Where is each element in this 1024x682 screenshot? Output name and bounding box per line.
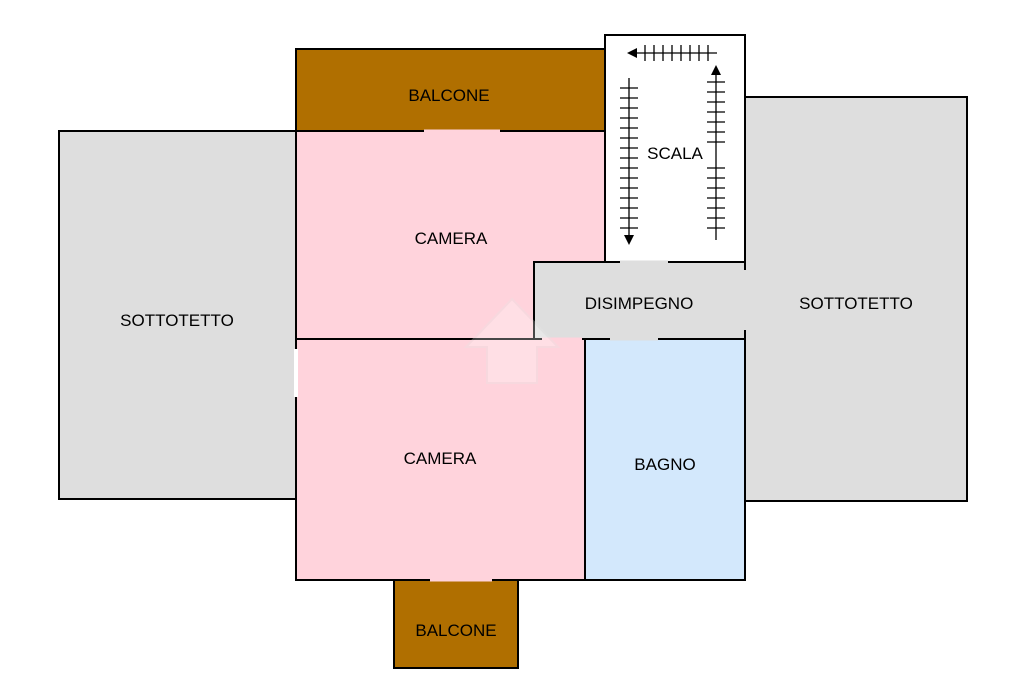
bagno-label: BAGNO — [634, 455, 695, 474]
sottotetto-right-label: SOTTOTETTO — [799, 294, 913, 313]
balcone-bottom-room — [393, 579, 519, 669]
camera-top-label: CAMERA — [415, 229, 488, 248]
sottotetto-left-room — [58, 130, 297, 500]
camera-bottom-label: CAMERA — [404, 449, 477, 468]
disimpegno-room — [533, 261, 746, 340]
sottotetto-right-room — [744, 96, 968, 502]
balcone-top-room — [295, 48, 606, 132]
door-openings — [294, 129, 747, 582]
watermark-logo — [463, 297, 561, 384]
disimpegno-label: DISIMPEGNO — [585, 294, 694, 313]
balcone-top-label: BALCONE — [408, 86, 489, 105]
stair-symbol — [620, 45, 725, 245]
bagno-room — [584, 338, 746, 581]
scala-label: SCALA — [647, 144, 703, 163]
balcone-bottom-label: BALCONE — [415, 621, 496, 640]
camera-bottom-room — [295, 338, 586, 581]
sottotetto-left-label: SOTTOTETTO — [120, 311, 234, 330]
